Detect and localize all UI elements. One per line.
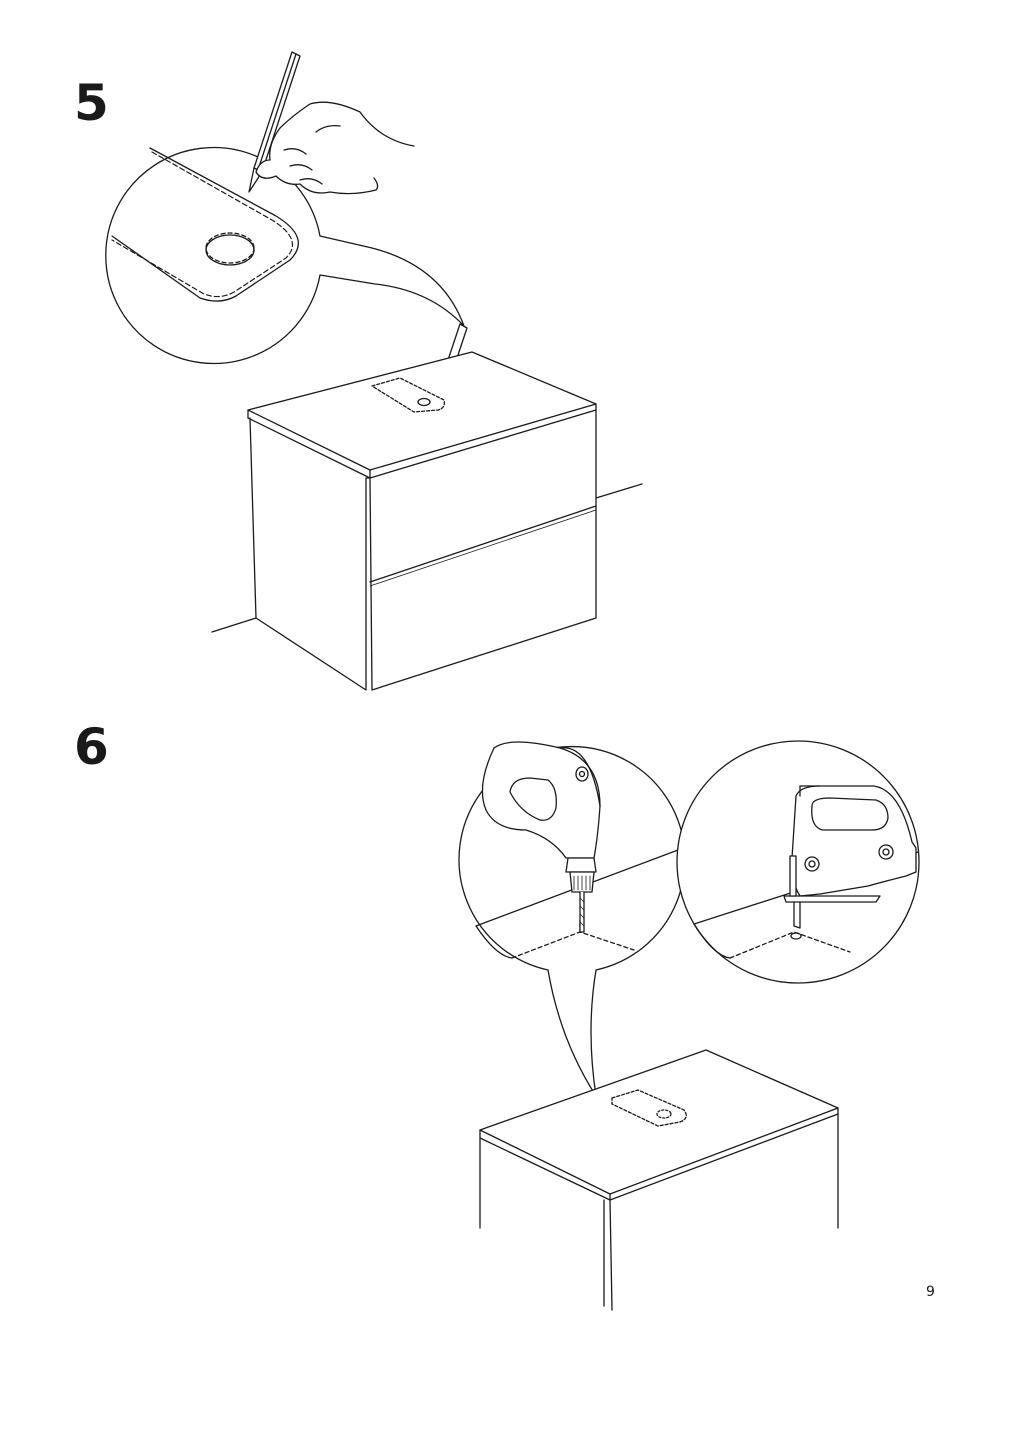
step-5-illustration — [106, 52, 642, 690]
drill-icon — [482, 742, 600, 932]
magnifier-circle-icon — [106, 148, 464, 364]
page-number: 9 — [926, 1284, 935, 1300]
wall-line — [596, 484, 642, 498]
wall-line — [212, 618, 256, 632]
hand-with-pencil-icon — [249, 52, 414, 194]
step-6-illustration — [459, 741, 919, 1310]
step-5-number: 5 — [74, 74, 109, 132]
cabinet-icon — [248, 352, 596, 690]
jigsaw-icon — [784, 786, 916, 928]
cabinet-icon — [480, 1050, 838, 1310]
step-6-number: 6 — [74, 718, 109, 776]
